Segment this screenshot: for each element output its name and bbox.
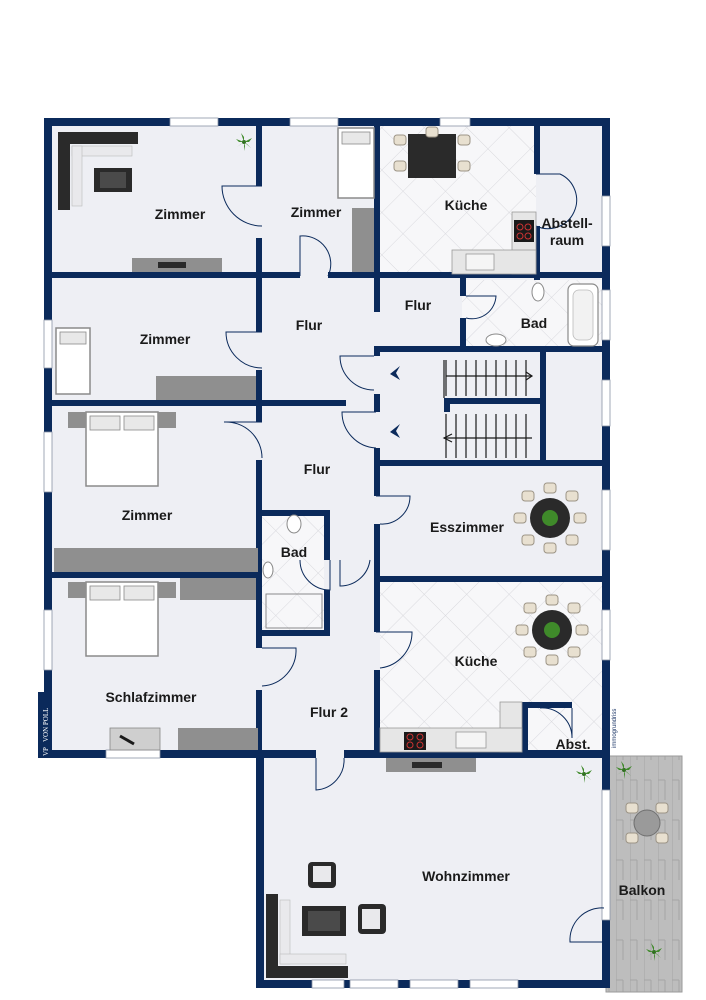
watermark: immogrundriss bbox=[612, 709, 618, 748]
room-label-esszimmer: Esszimmer bbox=[430, 519, 504, 535]
double-bed-schlafzimmer bbox=[68, 581, 176, 657]
logo: VP VON POLL bbox=[38, 692, 52, 758]
stove-icon bbox=[404, 732, 426, 750]
room-label-zimmer-4: Zimmer bbox=[122, 507, 173, 523]
balcony-table-set bbox=[625, 802, 669, 844]
room-label-flur-4: Flur 2 bbox=[310, 704, 348, 720]
staircase-upper bbox=[443, 360, 534, 398]
shower bbox=[265, 593, 323, 629]
room-label-abst: Abst. bbox=[556, 736, 591, 752]
bathtub-inner bbox=[572, 289, 594, 341]
room-label-zimmer-3: Zimmer bbox=[140, 331, 191, 347]
kitchen-counter-long bbox=[379, 727, 523, 753]
round-dining-table-2 bbox=[515, 594, 589, 666]
room-label-balkon: Balkon bbox=[619, 882, 666, 898]
room-label-flur-1: Flur bbox=[296, 317, 323, 333]
room-label-zimmer-1: Zimmer bbox=[155, 206, 206, 222]
room-label-zimmer-2: Zimmer bbox=[291, 204, 342, 220]
sofa-zimmer-1 bbox=[58, 132, 138, 210]
room-label-kueche-1: Küche bbox=[445, 197, 488, 213]
room-label-wohnzimmer: Wohnzimmer bbox=[422, 868, 510, 884]
doors bbox=[221, 173, 605, 943]
washbasin-mid bbox=[262, 561, 274, 579]
room-label-abstellraum-2: raum bbox=[550, 232, 584, 248]
pillow bbox=[59, 331, 87, 345]
tv bbox=[158, 262, 186, 268]
floor-balcony bbox=[605, 755, 683, 993]
room-label-bad-2: Bad bbox=[281, 544, 307, 560]
toilet-mid bbox=[286, 514, 302, 534]
coffee-table-living-top bbox=[308, 911, 340, 931]
logo-name: VON POLL bbox=[42, 708, 50, 742]
stair-arrow-icon bbox=[390, 424, 400, 438]
sink bbox=[465, 253, 495, 271]
tv-living bbox=[412, 762, 442, 768]
armchair-2-seat bbox=[362, 909, 380, 929]
room-label-flur-2: Flur bbox=[405, 297, 432, 313]
desk bbox=[109, 727, 161, 751]
tile-kitchen-top bbox=[380, 124, 536, 274]
room-label-schlafzimmer: Schlafzimmer bbox=[105, 689, 197, 705]
room-label-flur-3: Flur bbox=[304, 461, 331, 477]
room-label-abstellraum-1: Abstell- bbox=[541, 215, 593, 231]
toilet-top bbox=[531, 282, 545, 302]
washbasin-top bbox=[485, 333, 507, 347]
round-dining-table-1 bbox=[513, 482, 587, 554]
room-label-kueche-2: Küche bbox=[455, 653, 498, 669]
wardrobe-zimmer-2 bbox=[352, 208, 374, 272]
pillow bbox=[341, 131, 371, 145]
stove-icon bbox=[514, 220, 534, 242]
tile-kitchen-bottom bbox=[380, 580, 602, 752]
desk-chair bbox=[119, 734, 135, 746]
double-bed-zimmer-4 bbox=[68, 411, 176, 487]
wardrobe-schlafzimmer bbox=[178, 728, 258, 750]
sink bbox=[455, 731, 487, 749]
coffee-table-top bbox=[100, 172, 126, 188]
wardrobe-schlafzimmer-upper bbox=[180, 578, 256, 600]
stair-arrow-icon bbox=[390, 366, 400, 380]
room-label-bad-1: Bad bbox=[521, 315, 547, 331]
dining-set-kitchen bbox=[393, 126, 471, 178]
windows bbox=[43, 117, 611, 989]
armchair-1-seat bbox=[313, 866, 331, 882]
sofa-living bbox=[266, 894, 348, 978]
logo-mark: VP bbox=[42, 747, 50, 756]
staircase-lower bbox=[442, 414, 532, 458]
wardrobe-zimmer-4 bbox=[54, 548, 258, 572]
wardrobe-zimmer-3 bbox=[156, 376, 256, 400]
